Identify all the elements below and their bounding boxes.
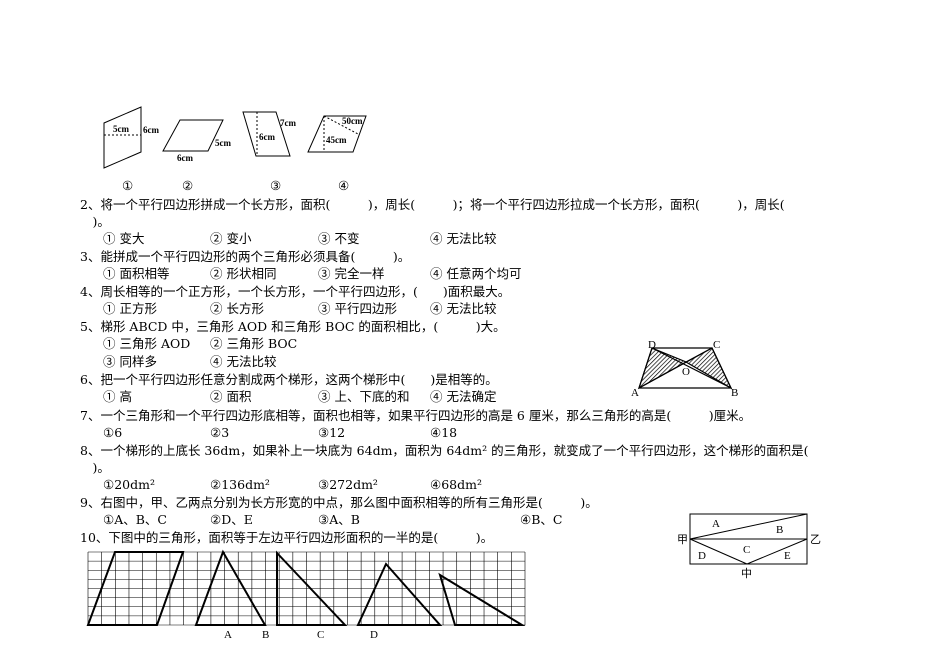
figure-2: 5cm 6cm	[162, 119, 231, 163]
question-10-text: 10、下图中的三角形，面积等于左边平行四边形面积的一半的是( )。	[80, 530, 494, 545]
question-3-option-2[interactable]: ② 形状相同	[210, 266, 277, 281]
question-5-text: 5、梯形 ABCD 中，三角形 AOD 和三角形 BOC 的面积相比，( )大。	[80, 319, 506, 334]
question-8-option-4[interactable]: ④68dm²	[430, 477, 482, 492]
question-4-text: 4、周长相等的一个正方形，一个长方形，一个平行四边形，( )面积最大。	[80, 284, 511, 299]
question-5-option-1[interactable]: ① 三角形 AOD	[103, 336, 191, 351]
rect-label-jia: 甲	[677, 534, 688, 546]
question-3-option-3[interactable]: ③ 完全一样	[318, 266, 385, 281]
grid-label-A: A	[224, 629, 232, 641]
question-2-option-3[interactable]: ③ 不变	[318, 231, 360, 246]
question-7-text: 7、一个三角形和一个平行四边形底相等，面积也相等，如果平行四边形的高是 6 厘米…	[80, 408, 752, 423]
rect-label-yi: 乙	[810, 533, 821, 546]
figure-1: 5cm 6cm	[103, 106, 159, 169]
question-7-option-1[interactable]: ①6	[103, 425, 123, 440]
question-6-option-2[interactable]: ② 面积	[210, 389, 252, 404]
rect-label-E: E	[784, 550, 791, 562]
question-3-option-4[interactable]: ④ 任意两个均可	[430, 266, 522, 281]
question-8-text: )。	[80, 460, 110, 475]
label-C: C	[713, 339, 720, 351]
label-D: D	[648, 339, 656, 351]
question-9-option-3[interactable]: ③A、B	[318, 512, 360, 527]
question-9-option-1[interactable]: ①A、B、C	[103, 512, 167, 527]
question-4-option-4[interactable]: ④ 无法比较	[430, 301, 497, 316]
fig1-base: 5cm	[113, 124, 129, 134]
fig-label-4: ④	[338, 178, 350, 193]
triangle-A	[194, 549, 267, 626]
question-3-option-1[interactable]: ① 面积相等	[103, 266, 170, 281]
question-7-option-4[interactable]: ④18	[430, 425, 458, 440]
question-9-option-2[interactable]: ②D、E	[210, 512, 253, 527]
question-6-option-3[interactable]: ③ 上、下底的和	[318, 389, 410, 404]
triangle-E	[438, 572, 526, 626]
question-7-option-3[interactable]: ③12	[318, 425, 346, 440]
question-2-text: )。	[80, 214, 110, 229]
question-8-option-1[interactable]: ①20dm²	[103, 477, 155, 492]
triangle-D	[356, 562, 443, 626]
question-8-option-2[interactable]: ②136dm²	[210, 477, 270, 492]
grid-label-B: B	[262, 629, 269, 641]
parallelogram	[86, 551, 185, 626]
fig1-side: 6cm	[143, 125, 159, 135]
rectangle-figure	[689, 513, 808, 565]
rect-label-D: D	[698, 550, 706, 562]
question-4-option-2[interactable]: ② 长方形	[210, 301, 264, 316]
question-6-option-4[interactable]: ④ 无法确定	[430, 389, 497, 404]
rect-label-B: B	[776, 524, 783, 536]
trapezoid-figure	[637, 347, 733, 390]
label-O: O	[682, 366, 690, 378]
fig3-height: 6cm	[259, 132, 275, 142]
question-6-option-1[interactable]: ① 高	[103, 389, 132, 404]
question-9-text: 9、右图中，甲、乙两点分别为长方形宽的中点，那么图中面积相等的所有三角形是( )…	[80, 495, 598, 510]
fig4-side: 50cm	[342, 116, 363, 126]
fig2-side: 5cm	[215, 138, 231, 148]
figure-4: 50cm 45cm	[307, 115, 367, 153]
fig-label-2: ②	[182, 178, 194, 193]
question-5-option-3[interactable]: ③ 同样多	[103, 354, 157, 369]
figure-3: 7cm 6cm	[242, 111, 296, 157]
fig-label-1: ①	[122, 178, 134, 193]
triangle-C	[276, 550, 348, 626]
rect-label-C: C	[743, 544, 750, 556]
question-8-text: 8、一个梯形的上底长 36dm，如果补上一块底为 64dm，面积为 64dm² …	[80, 443, 809, 458]
question-2-option-1[interactable]: ① 变大	[103, 231, 145, 246]
label-A: A	[631, 387, 639, 399]
rect-label-zhong: 中	[741, 567, 752, 580]
label-B: B	[731, 387, 738, 399]
question-2-text: 2、将一个平行四边形拼成一个长方形，面积( )，周长( )；将一个平行四边形拉成…	[80, 197, 785, 212]
question-6-text: 6、把一个平行四边形任意分割成两个梯形，这两个梯形中( )是相等的。	[80, 372, 498, 387]
grid-paper	[87, 551, 526, 626]
rect-label-A: A	[712, 518, 720, 530]
question-3-text: 3、能拼成一个平行四边形的两个三角形必须具备( )。	[80, 249, 411, 264]
fig4-height: 45cm	[326, 135, 347, 145]
question-4-option-1[interactable]: ① 正方形	[103, 301, 157, 316]
grid-shapes	[86, 549, 526, 626]
fig3-side: 7cm	[280, 118, 296, 128]
grid-label-D: D	[370, 629, 378, 641]
question-8-option-3[interactable]: ③272dm²	[318, 477, 378, 492]
question-2-option-2[interactable]: ② 变小	[210, 231, 252, 246]
question-5-option-4[interactable]: ④ 无法比较	[210, 354, 277, 369]
fig2-base: 6cm	[177, 153, 193, 163]
question-4-option-3[interactable]: ③ 平行四边形	[318, 301, 397, 316]
question-9-option-4[interactable]: ④B、C	[520, 512, 563, 527]
question-2-option-4[interactable]: ④ 无法比较	[430, 231, 497, 246]
fig-label-3: ③	[270, 178, 282, 193]
question-7-option-2[interactable]: ②3	[210, 425, 230, 440]
grid-label-C: C	[317, 629, 324, 641]
question-5-option-2[interactable]: ② 三角形 BOC	[210, 336, 298, 351]
